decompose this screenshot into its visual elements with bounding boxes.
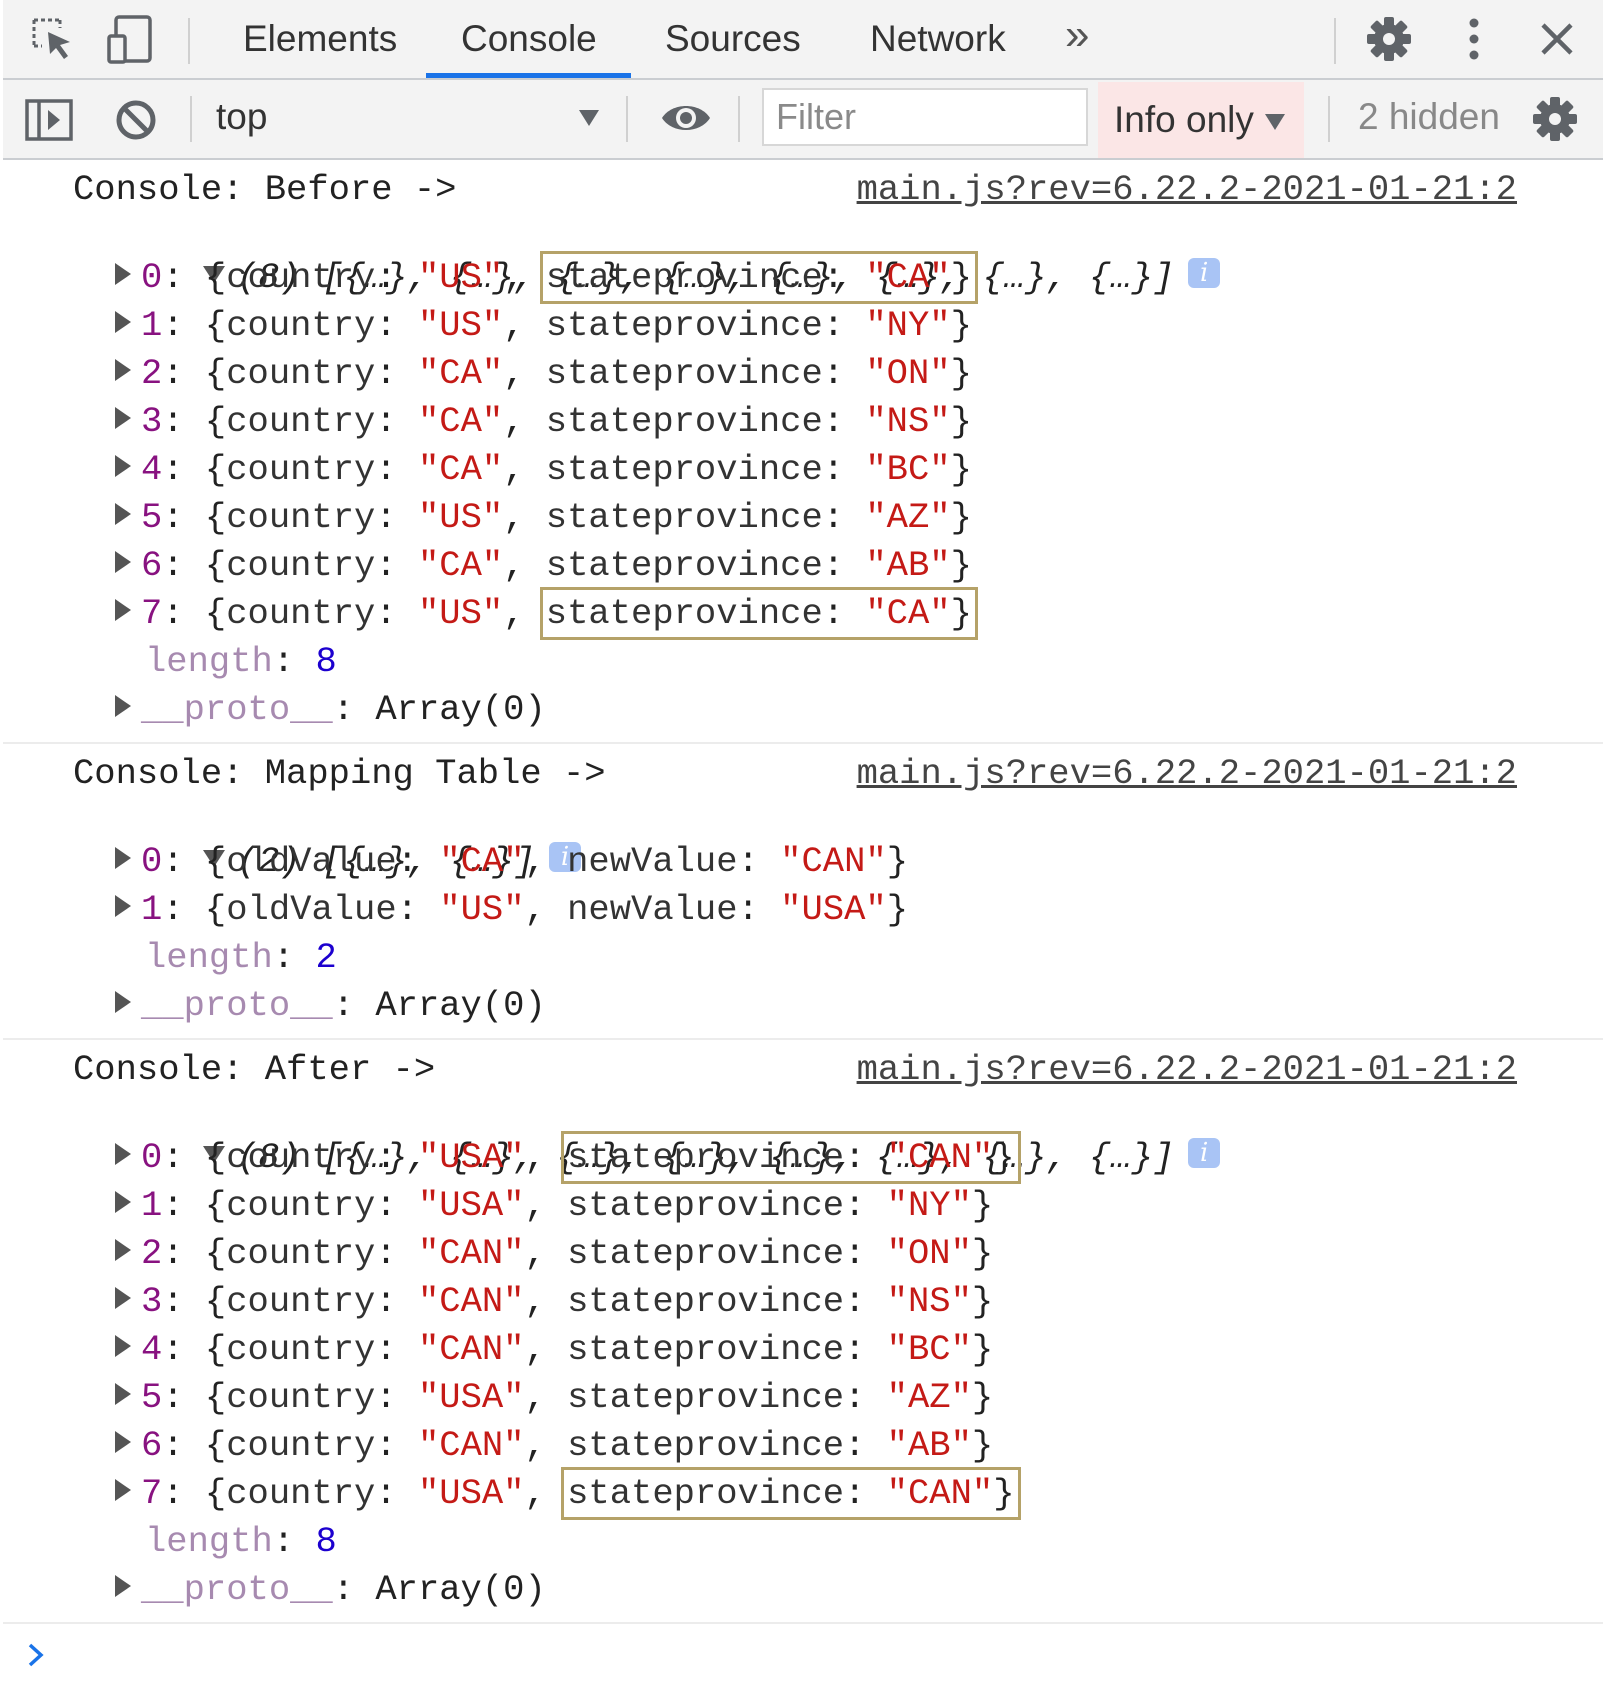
message-divider: [3, 1622, 1603, 1624]
clear-console-icon[interactable]: [114, 98, 158, 142]
highlight-box: stateprovince: "CA"}: [539, 587, 978, 640]
inspect-element-icon[interactable]: [30, 16, 78, 64]
expand-triangle-icon[interactable]: [115, 847, 131, 869]
expand-triangle-icon[interactable]: [115, 1143, 131, 1165]
toolbar-separator: [188, 18, 190, 64]
proto-property[interactable]: __proto__: Array(0): [115, 982, 546, 1030]
filter-input[interactable]: [764, 90, 1086, 144]
expand-triangle-icon[interactable]: [115, 551, 131, 573]
tab-network[interactable]: Network: [870, 18, 1006, 59]
list-item[interactable]: 1: {country: "USA", stateprovince: "NY"}: [115, 1182, 993, 1230]
console-settings-gear-icon[interactable]: [1532, 96, 1578, 142]
chevron-down-icon: [1265, 114, 1285, 130]
expand-triangle-icon[interactable]: [115, 263, 131, 285]
list-item[interactable]: 1: {oldValue: "US", newValue: "USA"}: [115, 886, 908, 934]
list-item[interactable]: 4: {country: "CA", stateprovince: "BC"}: [115, 446, 972, 494]
list-item[interactable]: 5: {country: "USA", stateprovince: "AZ"}: [115, 1374, 993, 1422]
expand-triangle-icon[interactable]: [202, 266, 225, 283]
filter-field[interactable]: [762, 88, 1088, 146]
toolbar-separator: [1334, 18, 1336, 64]
expand-triangle-icon[interactable]: [115, 1287, 131, 1309]
expand-triangle-icon[interactable]: [115, 1239, 131, 1261]
toolbar-separator: [738, 96, 740, 142]
source-link[interactable]: main.js?rev=6.22.2-2021-01-21:2: [856, 1049, 1517, 1090]
expand-triangle-icon[interactable]: [115, 359, 131, 381]
toolbar-separator: [190, 96, 192, 142]
sidebar-toggle-icon[interactable]: [24, 98, 74, 142]
list-item[interactable]: 2: {country: "CA", stateprovince: "ON"}: [115, 350, 972, 398]
toolbar-separator: [1328, 96, 1330, 142]
expand-triangle-icon[interactable]: [115, 1335, 131, 1357]
console-prompt-chevron-icon[interactable]: [26, 1640, 46, 1670]
list-item[interactable]: 3: {country: "CAN", stateprovince: "NS"}: [115, 1278, 993, 1326]
expand-triangle-icon[interactable]: [115, 599, 131, 621]
settings-gear-icon[interactable]: [1366, 16, 1412, 62]
expand-triangle-icon[interactable]: [115, 895, 131, 917]
chevron-down-icon[interactable]: [578, 108, 600, 128]
list-item[interactable]: 5: {country: "US", stateprovince: "AZ"}: [115, 494, 972, 542]
expand-triangle-icon[interactable]: [115, 1431, 131, 1453]
expand-triangle-icon[interactable]: [202, 850, 225, 867]
expand-triangle-icon[interactable]: [115, 407, 131, 429]
list-item[interactable]: 2: {country: "CAN", stateprovince: "ON"}: [115, 1230, 993, 1278]
tab-console[interactable]: Console: [461, 18, 597, 59]
source-link[interactable]: main.js?rev=6.22.2-2021-01-21:2: [856, 753, 1517, 794]
proto-property[interactable]: __proto__: Array(0): [115, 1566, 546, 1614]
list-item[interactable]: 3: {country: "CA", stateprovince: "NS"}: [115, 398, 972, 446]
hidden-messages-count: 2 hidden: [1358, 96, 1500, 137]
expand-triangle-icon[interactable]: [115, 991, 131, 1013]
active-tab-indicator: [426, 73, 631, 78]
expand-triangle-icon[interactable]: [115, 1383, 131, 1405]
highlight-box: stateprovince: "CAN"}: [561, 1467, 1021, 1520]
list-item[interactable]: 6: {country: "CAN", stateprovince: "AB"}: [115, 1422, 993, 1470]
console-message-title: Console: Mapping Table ->: [73, 753, 606, 794]
expand-triangle-icon[interactable]: [115, 1575, 131, 1597]
array-summary-row[interactable]: (8) [{…}, {…}, {…}, {…}, {…}, {…}, {…}, …: [75, 1086, 1221, 1178]
list-item[interactable]: 7: {country: "USA", stateprovince: "CAN"…: [115, 1467, 1021, 1520]
info-icon[interactable]: i: [1188, 258, 1221, 288]
list-item[interactable]: 0: {country: "USA", stateprovince: "CAN"…: [115, 1131, 1021, 1184]
message-divider: [3, 742, 1603, 744]
length-property: length: 8: [145, 1521, 337, 1562]
list-item[interactable]: 6: {country: "CA", stateprovince: "AB"}: [115, 542, 972, 590]
length-property: length: 8: [145, 641, 337, 682]
message-divider: [3, 1038, 1603, 1040]
highlight-box: stateprovince: "CAN"}: [561, 1131, 1021, 1184]
live-expression-eye-icon[interactable]: [660, 100, 712, 136]
expand-triangle-icon[interactable]: [115, 455, 131, 477]
expand-triangle-icon[interactable]: [115, 311, 131, 333]
devtools-tab-bar: [3, 0, 1603, 80]
list-item[interactable]: 0: {oldValue: "CA", newValue: "CAN"}: [115, 838, 908, 886]
more-tabs-button[interactable]: »: [1065, 10, 1090, 59]
list-item[interactable]: 7: {country: "US", stateprovince: "CA"}: [115, 587, 978, 640]
log-levels-label: Info only: [1114, 99, 1254, 140]
highlight-box: stateprovince: "CA"}: [539, 251, 978, 304]
expand-triangle-icon[interactable]: [115, 1191, 131, 1213]
log-levels-dropdown[interactable]: Info only: [1098, 82, 1304, 158]
close-icon[interactable]: [1538, 20, 1576, 58]
expand-triangle-icon[interactable]: [202, 1146, 225, 1163]
expand-triangle-icon[interactable]: [115, 695, 131, 717]
tab-sources[interactable]: Sources: [665, 18, 801, 59]
source-link[interactable]: main.js?rev=6.22.2-2021-01-21:2: [856, 169, 1517, 210]
info-icon[interactable]: i: [1188, 1138, 1221, 1168]
more-options-icon[interactable]: [1462, 16, 1486, 62]
toolbar-separator: [626, 96, 628, 142]
console-message-title: Console: After ->: [73, 1049, 436, 1090]
length-property: length: 2: [145, 937, 337, 978]
list-item[interactable]: 4: {country: "CAN", stateprovince: "BC"}: [115, 1326, 993, 1374]
list-item[interactable]: 1: {country: "US", stateprovince: "NY"}: [115, 302, 972, 350]
context-selector[interactable]: top: [216, 96, 268, 137]
array-summary-row[interactable]: (2) [{…}, {…}]i: [75, 790, 582, 882]
info-icon[interactable]: i: [549, 842, 582, 872]
device-toggle-icon[interactable]: [106, 14, 154, 66]
array-summary-row[interactable]: (8) [{…}, {…}, {…}, {…}, {…}, {…}, {…}, …: [75, 206, 1221, 298]
proto-property[interactable]: __proto__: Array(0): [115, 686, 546, 734]
expand-triangle-icon[interactable]: [115, 503, 131, 525]
list-item[interactable]: 0: {country: "US", stateprovince: "CA"}: [115, 251, 978, 304]
tab-elements[interactable]: Elements: [243, 18, 398, 59]
console-message-title: Console: Before ->: [73, 169, 457, 210]
expand-triangle-icon[interactable]: [115, 1479, 131, 1501]
